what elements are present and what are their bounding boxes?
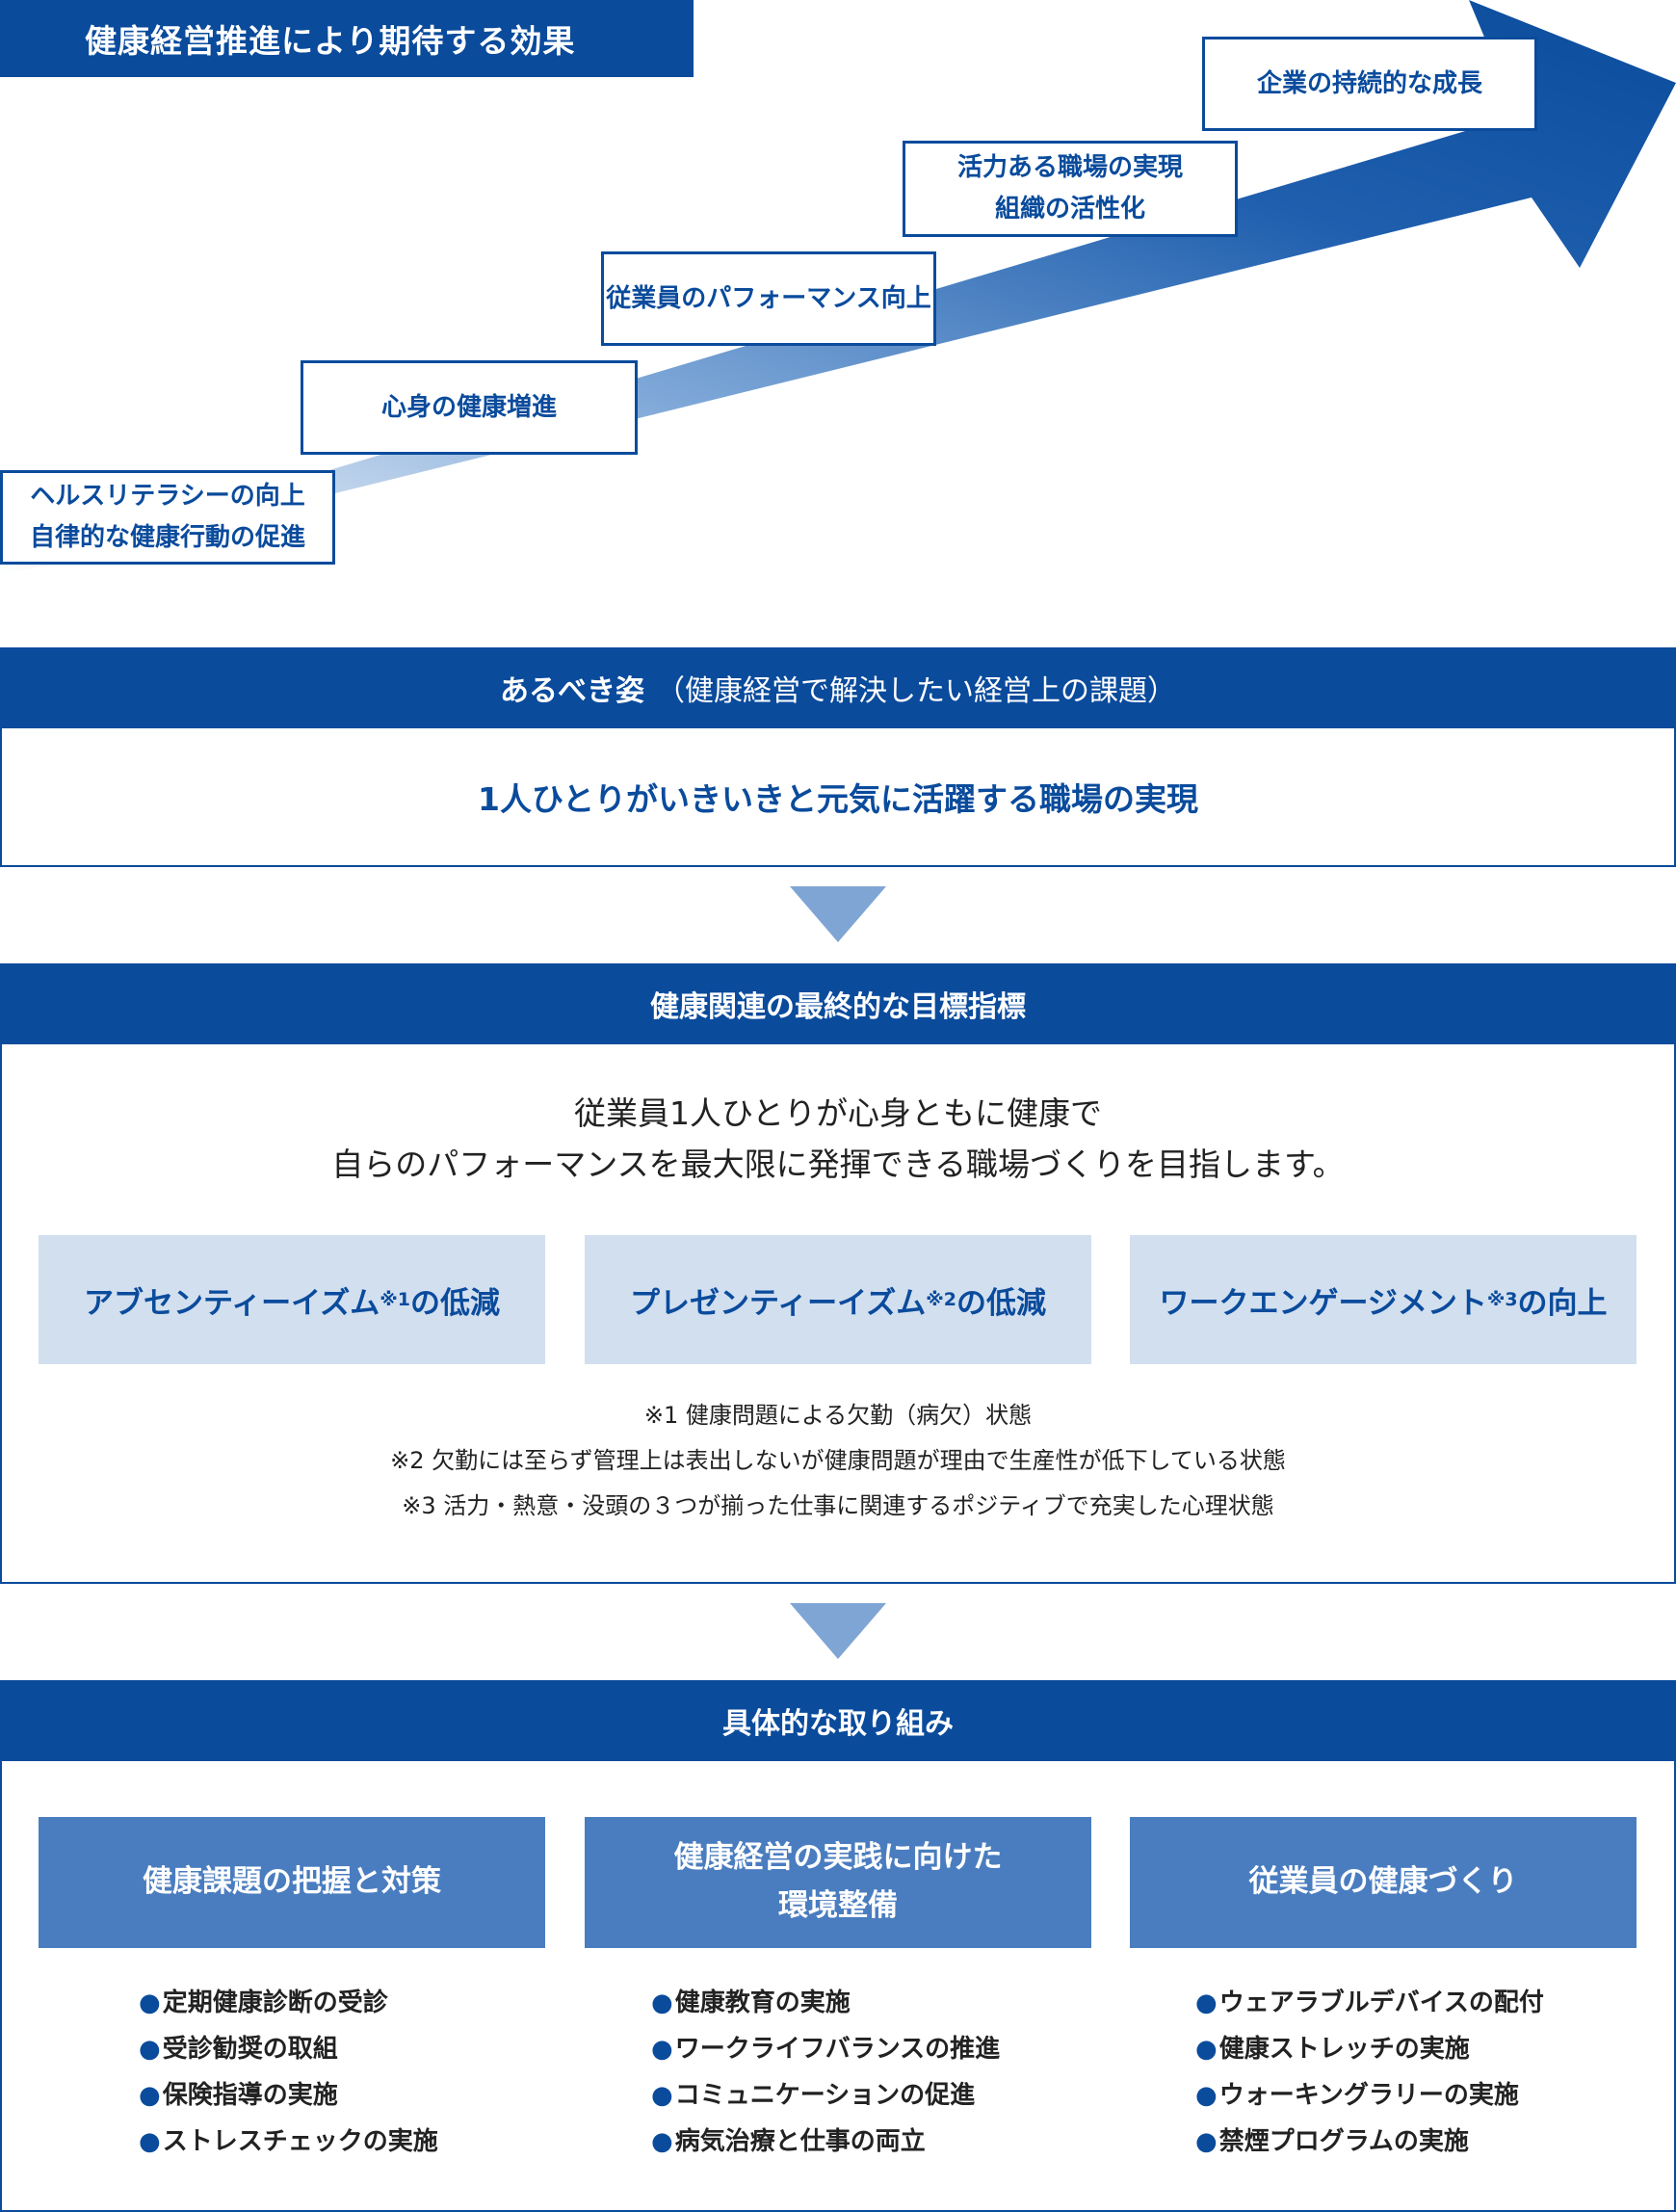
bullet-icon: ● <box>651 2035 673 2064</box>
initiative-head-3-line-1: 従業員の健康づくり <box>1248 1864 1518 1900</box>
bullet-icon: ● <box>1195 1988 1218 2017</box>
effect-step-2-line-1: 心身の健康増進 <box>380 392 557 422</box>
goals-statement: 従業員1人ひとりが心身ともに健康で 自らのパフォーマンスを最大限に発揮できる職場… <box>0 1089 1676 1191</box>
initiative-head-3: 従業員の健康づくり <box>1130 1817 1637 1948</box>
list-item: ●コミュニケーションの促進 <box>651 2081 976 2110</box>
kpi-presenteeism-label: プレゼンティーイズム <box>630 1285 927 1321</box>
bullet-icon: ● <box>139 1988 161 2017</box>
initiatives-header: 具体的な取り組み <box>0 1680 1676 1761</box>
effect-step-5: 企業の持続的な成長 <box>1202 37 1537 131</box>
down-arrow-2 <box>790 1603 886 1659</box>
effect-step-1-line-1: ヘルスリテラシーの向上 <box>30 482 305 512</box>
vision-body: 1人ひとりがいきいきと元気に活躍する職場の実現 <box>0 728 1676 867</box>
list-item: ●保険指導の実施 <box>139 2081 338 2110</box>
down-arrow-1 <box>790 886 886 942</box>
list-item: ●ウェアラブルデバイスの配付 <box>1195 1988 1544 2017</box>
vision-title: あるべき姿 <box>500 674 644 708</box>
goals-header: 健康関連の最終的な目標指標 <box>0 963 1676 1044</box>
initiative-head-2-line-1: 健康経営の実践に向けた <box>673 1840 1003 1876</box>
list-item: ●ウォーキングラリーの実施 <box>1195 2081 1519 2110</box>
goals-notes: ※1 健康問題による欠勤（病欠）状態 ※2 欠勤には至らず管理上は表出しないが健… <box>0 1393 1676 1529</box>
bullet-icon: ● <box>139 2035 161 2064</box>
vision-text: 1人ひとりがいきいきと元気に活躍する職場の実現 <box>478 780 1198 818</box>
kpi-work-engagement-label: ワークエンゲージメント <box>1159 1285 1487 1321</box>
bullet-icon: ● <box>651 2081 673 2110</box>
list-item: ●病気治療と仕事の両立 <box>651 2127 926 2156</box>
bullet-icon: ● <box>1195 2035 1218 2064</box>
list-item: ●受診勧奨の取組 <box>139 2035 338 2064</box>
initiative-head-1: 健康課題の把握と対策 <box>39 1817 545 1948</box>
vision-subtitle: （健康経営で解決したい経営上の課題） <box>656 674 1176 708</box>
bullet-icon: ● <box>651 1988 673 2017</box>
note-3: ※3 活力・熱意・没頭の３つが揃った仕事に関連するポジティブで充実した心理状態 <box>402 1492 1274 1519</box>
effect-step-3-line-1: 従業員のパフォーマンス向上 <box>606 283 931 313</box>
initiative-head-2-line-2: 環境整備 <box>778 1888 898 1923</box>
list-item: ●ストレスチェックの実施 <box>139 2127 438 2156</box>
initiatives-title: 具体的な取り組み <box>722 1707 954 1741</box>
list-item: ●ワークライフバランスの推進 <box>651 2035 1001 2064</box>
bullet-icon: ● <box>1195 2127 1218 2156</box>
effect-step-4-line-1: 活力ある職場の実現 <box>956 153 1183 183</box>
effect-step-5-line-1: 企業の持続的な成長 <box>1256 68 1482 98</box>
effect-step-2: 心身の健康増進 <box>301 360 638 455</box>
kpi-work-engagement-suffix: の向上 <box>1517 1285 1608 1321</box>
effect-step-1: ヘルスリテラシーの向上 自律的な健康行動の促進 <box>0 470 335 565</box>
list-item: ●健康教育の実施 <box>651 1988 851 2017</box>
initiative-head-2: 健康経営の実践に向けた 環境整備 <box>585 1817 1091 1948</box>
effects-title: 健康経営推進により期待する効果 <box>0 0 694 77</box>
initiative-list-1: ●定期健康診断の受診 ●受診勧奨の取組 ●保険指導の実施 ●ストレスチェックの実… <box>139 1980 438 2165</box>
vision-header: あるべき姿 （健康経営で解決したい経営上の課題） <box>0 647 1676 728</box>
initiative-list-2: ●健康教育の実施 ●ワークライフバランスの推進 ●コミュニケーションの促進 ●病… <box>651 1980 1000 2165</box>
list-item: ●定期健康診断の受診 <box>139 1988 388 2017</box>
goals-statement-line-2: 自らのパフォーマンスを最大限に発揮できる職場づくりを目指します。 <box>331 1145 1345 1183</box>
kpi-absenteeism-label: アブセンティーイズム <box>84 1285 380 1321</box>
list-item: ●健康ストレッチの実施 <box>1195 2035 1470 2064</box>
bullet-icon: ● <box>1195 2081 1218 2110</box>
effect-step-1-line-2: 自律的な健康行動の促進 <box>29 523 305 552</box>
bullet-icon: ● <box>139 2127 161 2156</box>
bullet-icon: ● <box>139 2081 161 2110</box>
goals-title: 健康関連の最終的な目標指標 <box>650 990 1026 1024</box>
effect-step-3: 従業員のパフォーマンス向上 <box>601 251 936 346</box>
list-item: ●禁煙プログラムの実施 <box>1195 2127 1469 2156</box>
note-2: ※2 欠勤には至らず管理上は表出しないが健康問題が理由で生産性が低下している状態 <box>390 1447 1286 1474</box>
effect-step-4-line-2: 組織の活性化 <box>994 195 1145 224</box>
bullet-icon: ● <box>651 2127 673 2156</box>
initiative-list-3: ●ウェアラブルデバイスの配付 ●健康ストレッチの実施 ●ウォーキングラリーの実施… <box>1195 1980 1544 2165</box>
effect-step-4: 活力ある職場の実現 組織の活性化 <box>903 141 1238 237</box>
note-1: ※1 健康問題による欠勤（病欠）状態 <box>643 1402 1033 1429</box>
goals-statement-line-1: 従業員1人ひとりが心身ともに健康で <box>573 1094 1102 1132</box>
kpi-presenteeism-suffix: の低減 <box>956 1285 1046 1321</box>
initiative-head-1-line-1: 健康課題の把握と対策 <box>143 1864 441 1900</box>
kpi-absenteeism-suffix: の低減 <box>409 1285 500 1321</box>
